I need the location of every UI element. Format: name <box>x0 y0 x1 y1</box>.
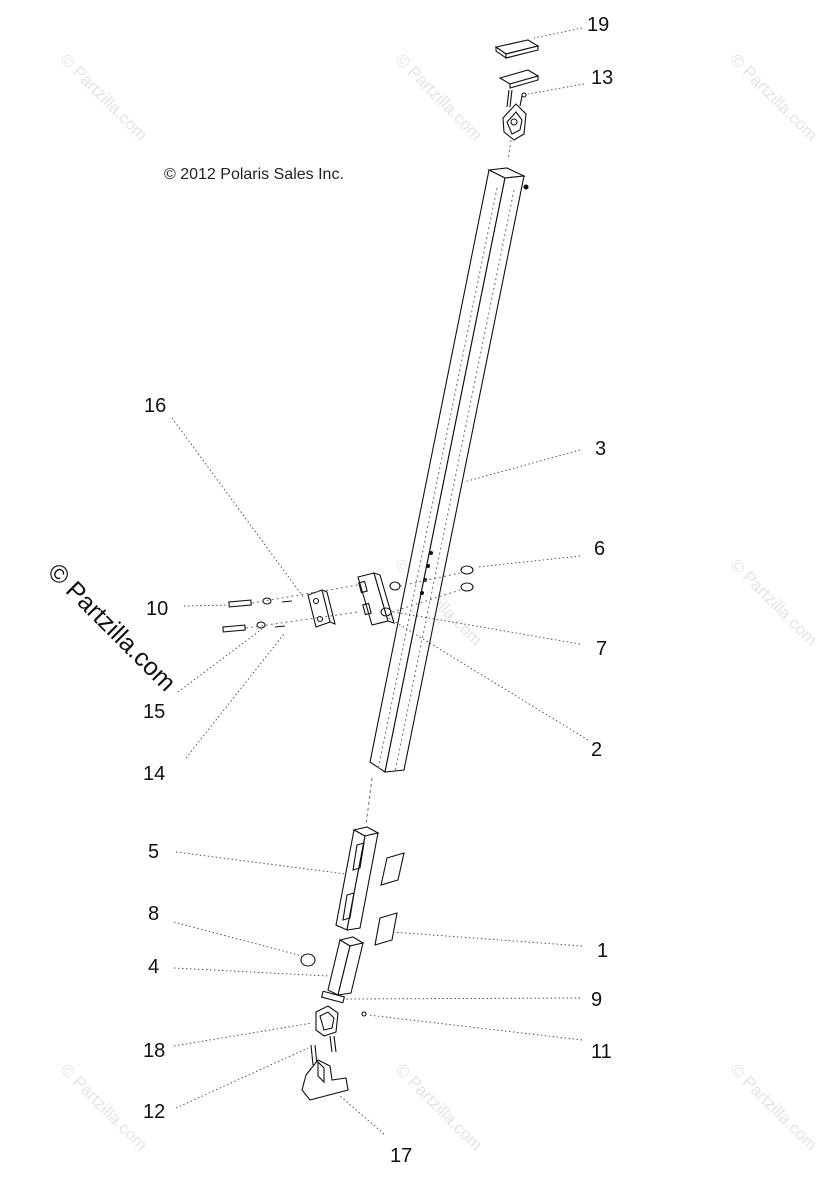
clamp-hardware <box>222 565 474 633</box>
callout-labels: 19 13 3 6 7 2 16 10 15 14 5 1 8 4 9 11 1… <box>143 14 613 1167</box>
callout-17: 17 <box>390 1145 412 1167</box>
callout-3: 3 <box>595 438 606 460</box>
leader-lines <box>171 27 589 1135</box>
callout-15: 15 <box>143 701 165 723</box>
lower-tube-assembly <box>300 777 405 1101</box>
callout-11: 11 <box>591 1041 612 1063</box>
callout-19: 19 <box>587 14 609 36</box>
callout-9: 9 <box>591 989 602 1011</box>
main-tube-part <box>369 167 529 773</box>
callout-13: 13 <box>591 67 613 89</box>
callout-16: 16 <box>144 395 166 417</box>
callout-18: 18 <box>143 1040 165 1062</box>
copyright-notice: © 2012 Polaris Sales Inc. <box>164 166 344 183</box>
callout-8: 8 <box>148 903 159 925</box>
callout-1: 1 <box>597 940 608 962</box>
callout-4: 4 <box>148 956 159 978</box>
top-mount-bracket <box>494 39 540 161</box>
callout-10: 10 <box>146 598 168 620</box>
callout-6: 6 <box>594 538 605 560</box>
callout-7: 7 <box>596 638 607 660</box>
callout-14: 14 <box>143 763 165 785</box>
callout-12: 12 <box>143 1101 165 1123</box>
callout-2: 2 <box>591 739 602 761</box>
callout-5: 5 <box>148 841 159 863</box>
